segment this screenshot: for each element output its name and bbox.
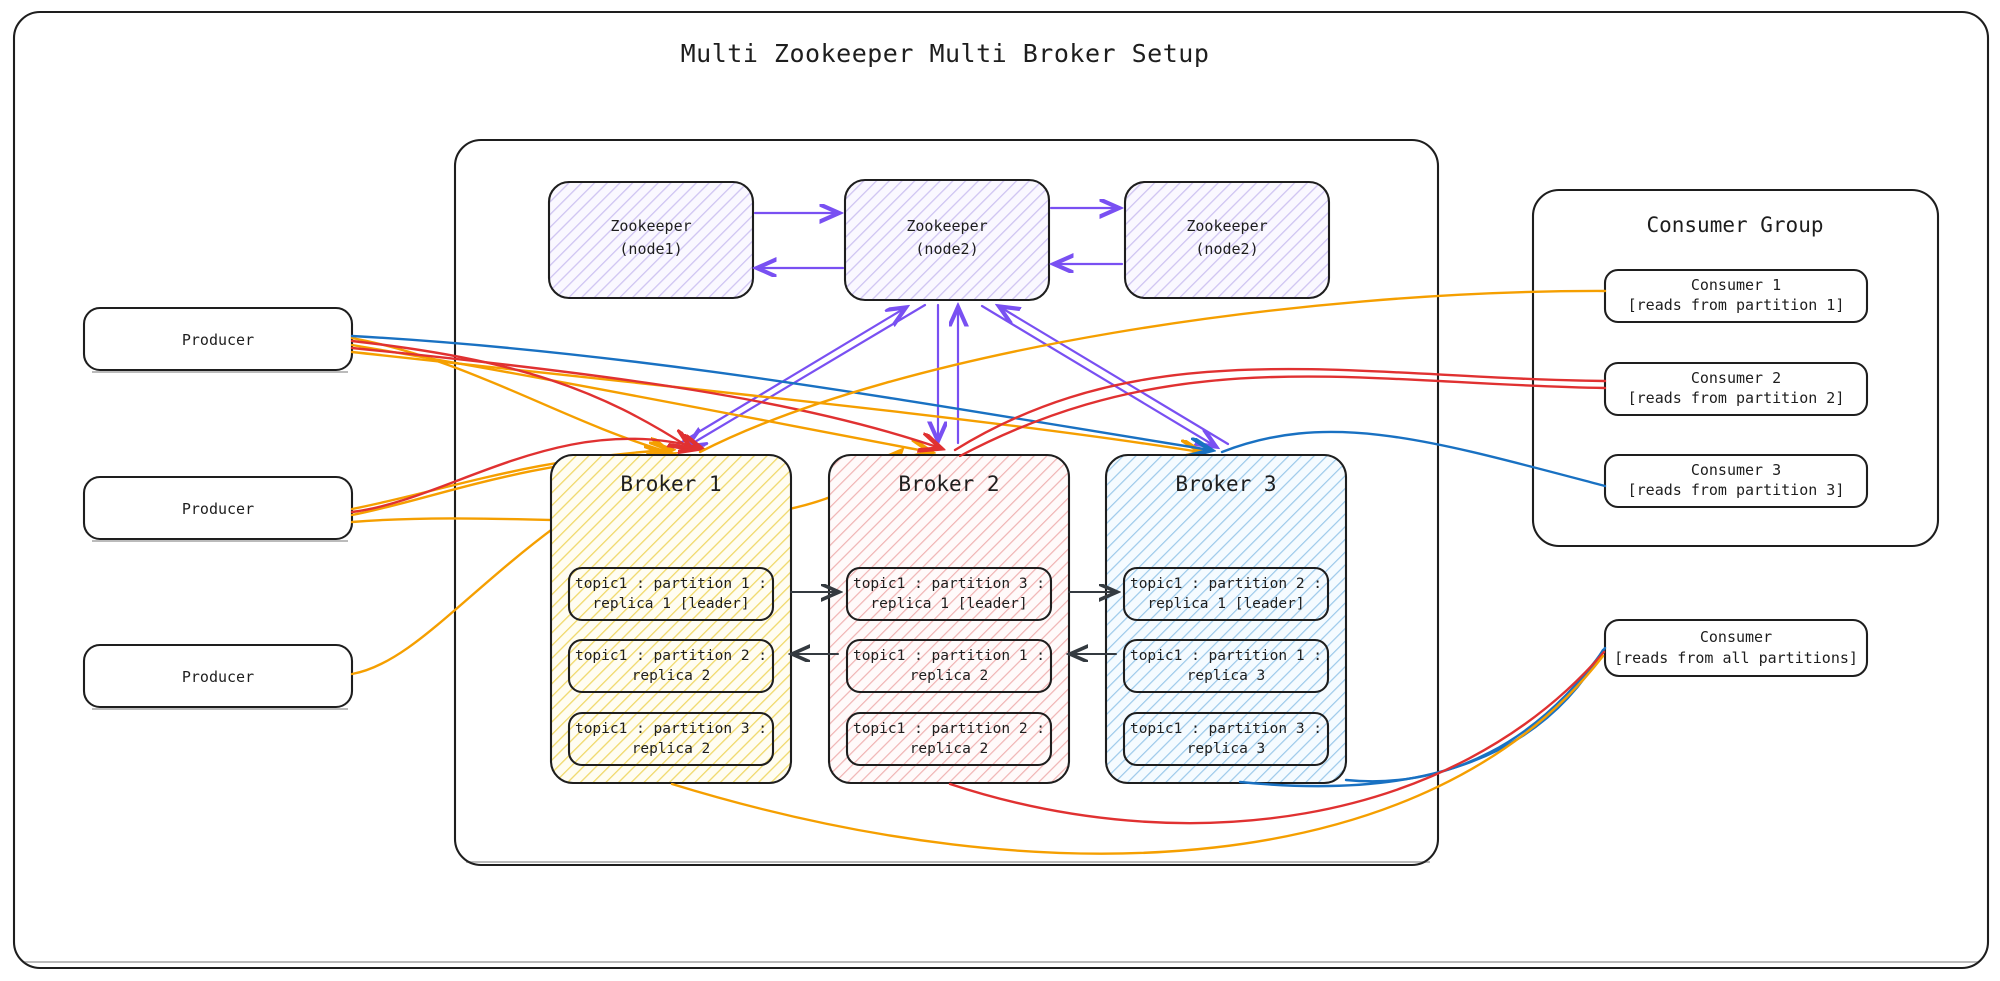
zookeeper-2-node: (node2) bbox=[915, 240, 978, 258]
producer1-to-broker3-blue-edge bbox=[350, 334, 1210, 450]
broker-1-partition-1[interactable]: topic1 : partition 1 : replica 1 [leader… bbox=[567, 566, 775, 622]
zookeeper-node-3[interactable]: Zookeeper (node2) bbox=[1123, 180, 1331, 300]
producer-3-label: Producer bbox=[182, 668, 254, 686]
kafka-cluster-container bbox=[453, 138, 1440, 867]
broker-3-partition-2[interactable]: topic1 : partition 1 : replica 3 bbox=[1122, 638, 1330, 694]
zookeeper-3-node: (node2) bbox=[1195, 240, 1258, 258]
broker-2-partition-3-line2: replica 2 bbox=[910, 741, 989, 757]
broker-1-title: Broker 1 bbox=[620, 472, 721, 496]
zk-to-broker3-edge bbox=[980, 304, 1215, 446]
zookeeper-3-name: Zookeeper bbox=[1186, 217, 1267, 235]
broker-2-partition-2-line1: topic1 : partition 1 : bbox=[853, 648, 1045, 664]
broker-3-partition-1[interactable]: topic1 : partition 2 : replica 1 [leader… bbox=[1122, 566, 1330, 622]
consumer-3-line2: [reads from partition 3] bbox=[1628, 481, 1845, 499]
zookeeper-1-name: Zookeeper bbox=[610, 217, 691, 235]
consumer-3[interactable]: Consumer 3 [reads from partition 3] bbox=[1603, 453, 1869, 509]
outer-frame bbox=[12, 10, 1990, 970]
producer1-to-broker3-edge bbox=[350, 350, 1200, 452]
page-title: Multi Zookeeper Multi Broker Setup bbox=[681, 39, 1210, 68]
producer-3[interactable]: Producer bbox=[82, 643, 354, 711]
broker-2-partition-2[interactable]: topic1 : partition 1 : replica 2 bbox=[845, 638, 1053, 694]
zookeeper-node-1[interactable]: Zookeeper (node1) bbox=[547, 180, 755, 300]
broker-3-title: Broker 3 bbox=[1175, 472, 1276, 496]
broker-1-partition-2-line1: topic1 : partition 2 : bbox=[575, 648, 767, 664]
broker-2-partition-1[interactable]: topic1 : partition 3 : replica 1 [leader… bbox=[845, 566, 1053, 622]
zookeeper-2-name: Zookeeper bbox=[906, 217, 987, 235]
producer-2[interactable]: Producer bbox=[82, 475, 354, 543]
broker-1-partition-1-line1: topic1 : partition 1 : bbox=[575, 576, 767, 592]
consumer-group-panel: Consumer Group Consumer 1 [reads from pa… bbox=[1531, 188, 1940, 548]
standalone-consumer-line1: Consumer bbox=[1700, 628, 1772, 646]
zookeeper-node-2[interactable]: Zookeeper (node2) bbox=[843, 178, 1051, 302]
broker-3[interactable]: Broker 3 topic1 : partition 2 : replica … bbox=[1104, 453, 1348, 785]
consumer-1[interactable]: Consumer 1 [reads from partition 1] bbox=[1603, 268, 1869, 324]
consumer-1-line2: [reads from partition 1] bbox=[1628, 296, 1845, 314]
broker-2-partition-3-line1: topic1 : partition 2 : bbox=[853, 721, 1045, 737]
broker-3-partition-2-line2: replica 3 bbox=[1187, 668, 1266, 684]
broker-2-partition-3[interactable]: topic1 : partition 2 : replica 2 bbox=[845, 711, 1053, 767]
standalone-consumer-line2: [reads from all partitions] bbox=[1614, 649, 1858, 667]
broker-3-partition-2-line1: topic1 : partition 1 : bbox=[1130, 648, 1322, 664]
broker-1-partition-2[interactable]: topic1 : partition 2 : replica 2 bbox=[567, 638, 775, 694]
producer-1[interactable]: Producer bbox=[82, 306, 354, 374]
producer1-to-broker2-edge bbox=[350, 343, 930, 452]
zk-to-broker1-edge bbox=[688, 303, 927, 446]
producer1-to-broker1-edge bbox=[350, 336, 668, 452]
broker3-to-standalone-consumer-edge bbox=[1344, 646, 1607, 783]
broker-2[interactable]: Broker 2 topic1 : partition 3 : replica … bbox=[827, 453, 1071, 785]
consumer-2-line1: Consumer 2 bbox=[1691, 369, 1781, 387]
broker3-to-zk-edge bbox=[1000, 307, 1230, 446]
broker-3-partition-3[interactable]: topic1 : partition 3 : replica 3 bbox=[1122, 711, 1330, 767]
broker-2-partition-1-line2: replica 1 [leader] bbox=[870, 596, 1027, 612]
zookeeper-1-node: (node1) bbox=[619, 240, 682, 258]
producer-1-label: Producer bbox=[182, 331, 254, 349]
consumer-1-line1: Consumer 1 bbox=[1691, 276, 1781, 294]
broker-1-partition-1-line2: replica 1 [leader] bbox=[592, 596, 749, 612]
broker-3-partition-3-line2: replica 3 bbox=[1187, 741, 1266, 757]
broker-1-partition-3-line2: replica 2 bbox=[632, 741, 711, 757]
broker2-to-standalone-consumer-edge bbox=[948, 650, 1606, 825]
broker2-to-consumer2-edge bbox=[953, 367, 1607, 452]
standalone-consumer[interactable]: Consumer [reads from all partitions] bbox=[1603, 618, 1869, 678]
producer1-to-broker-red-edge bbox=[350, 339, 690, 448]
producer2-to-broker-red-edge bbox=[350, 439, 700, 514]
broker-1-partition-3-line1: topic1 : partition 3 : bbox=[575, 721, 767, 737]
broker-2-partition-2-line2: replica 2 bbox=[910, 668, 989, 684]
consumer-2-line2: [reads from partition 2] bbox=[1628, 389, 1845, 407]
broker-3-partition-3-line1: topic1 : partition 3 : bbox=[1130, 721, 1322, 737]
consumer-3-line1: Consumer 3 bbox=[1691, 461, 1781, 479]
consumer-group-title: Consumer Group bbox=[1646, 213, 1823, 237]
broker-3-partition-1-line2: replica 1 [leader] bbox=[1147, 596, 1304, 612]
producer-2-label: Producer bbox=[182, 500, 254, 518]
broker-1[interactable]: Broker 1 topic1 : partition 1 : replica … bbox=[549, 453, 793, 785]
broker1-to-standalone-consumer-edge bbox=[670, 654, 1605, 855]
broker1-to-zk-edge bbox=[670, 308, 905, 450]
broker2-to-consumer2-edge-b bbox=[958, 375, 1607, 458]
broker1-to-consumer1-edge bbox=[698, 289, 1607, 454]
producer1-to-broker2-red-edge bbox=[350, 346, 940, 448]
broker3-to-consumer3-edge bbox=[1220, 430, 1607, 488]
broker-2-title: Broker 2 bbox=[898, 472, 999, 496]
consumer-2[interactable]: Consumer 2 [reads from partition 2] bbox=[1603, 361, 1869, 417]
broker-1-partition-3[interactable]: topic1 : partition 3 : replica 2 bbox=[567, 711, 775, 767]
broker-1-partition-2-line2: replica 2 bbox=[632, 668, 711, 684]
broker-3-partition-1-line1: topic1 : partition 2 : bbox=[1130, 576, 1322, 592]
broker-2-partition-1-line1: topic1 : partition 3 : bbox=[853, 576, 1045, 592]
